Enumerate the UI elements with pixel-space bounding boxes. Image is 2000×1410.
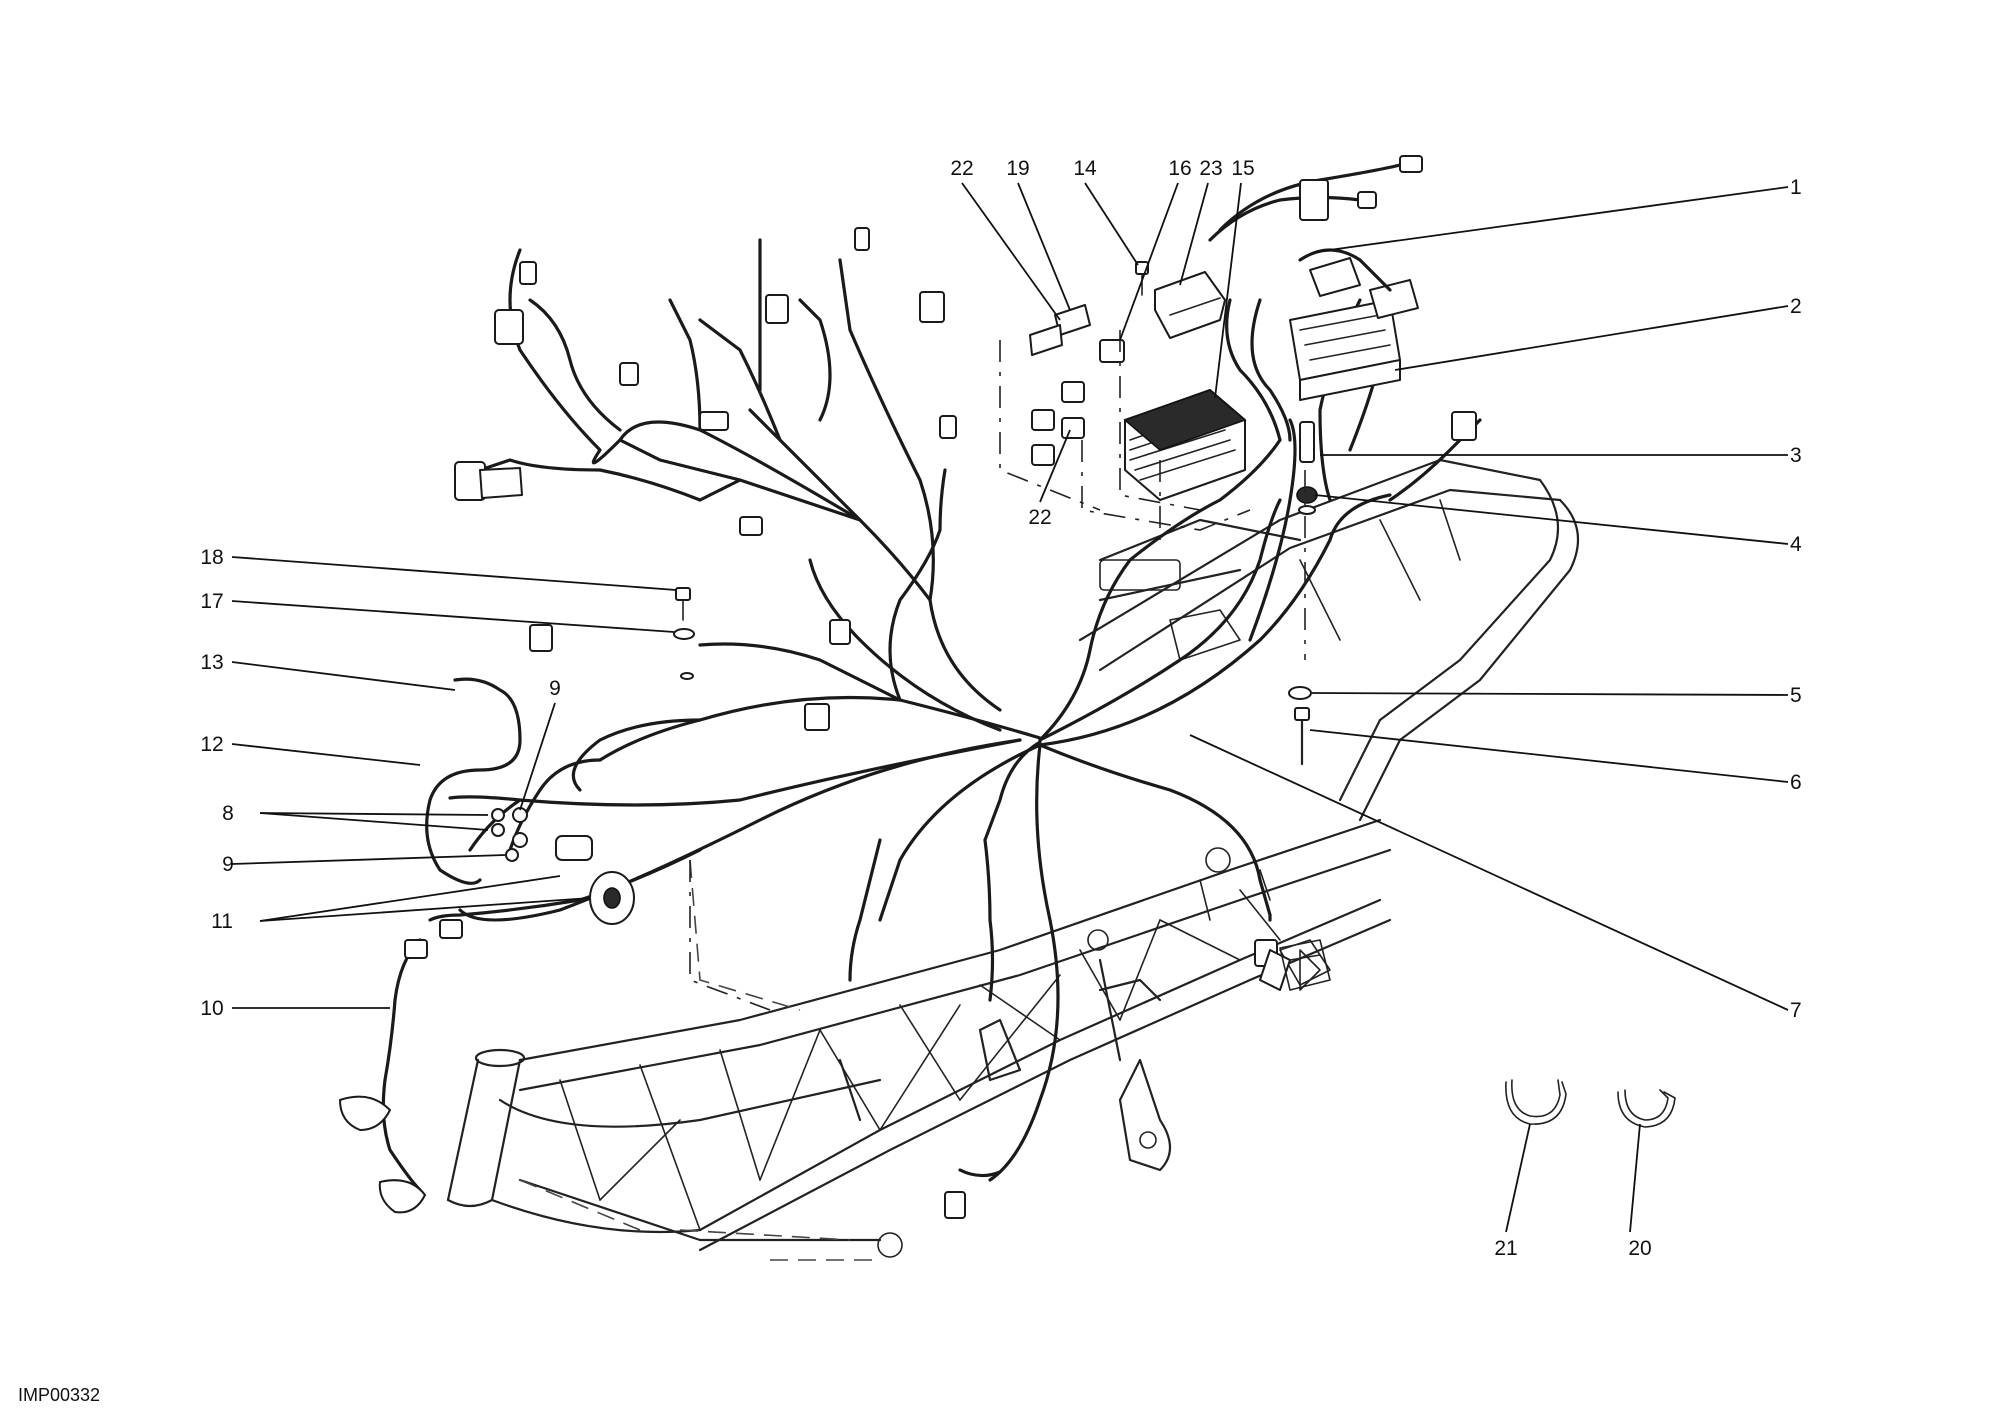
callout-15: 15 bbox=[1231, 157, 1254, 180]
callout-9-lower: 9 bbox=[222, 853, 234, 876]
nut-washer-icon bbox=[491, 807, 528, 862]
callout-5: 5 bbox=[1790, 684, 1802, 707]
callout-22-mid: 22 bbox=[1028, 506, 1051, 529]
ground-cable-icon bbox=[425, 677, 522, 885]
callout-2: 2 bbox=[1790, 295, 1802, 318]
relay-icon bbox=[1031, 339, 1125, 466]
bolt-icon bbox=[673, 587, 695, 680]
callout-18: 18 bbox=[200, 546, 223, 569]
callout-4: 4 bbox=[1790, 533, 1802, 556]
voltage-regulator-icon bbox=[1123, 389, 1247, 501]
leader-lines bbox=[231, 182, 1789, 1233]
callout-17: 17 bbox=[200, 590, 223, 613]
sensor-icon bbox=[944, 949, 1291, 1219]
side-stand-switch-icon bbox=[1279, 939, 1331, 991]
callout-labels: 1 2 3 4 5 6 7 18 17 13 12 9 8 9 11 10 22… bbox=[18, 157, 1802, 1405]
cable-clip-icon bbox=[1505, 1079, 1676, 1128]
horn-icon bbox=[555, 835, 635, 925]
callout-10: 10 bbox=[200, 997, 223, 1020]
callout-11: 11 bbox=[211, 910, 233, 933]
drawing-reference-code: IMP00332 bbox=[18, 1385, 100, 1405]
callout-8: 8 bbox=[222, 802, 234, 825]
callout-19: 19 bbox=[1006, 157, 1029, 180]
trellis-frame bbox=[446, 458, 1580, 1261]
callout-23: 23 bbox=[1199, 157, 1222, 180]
callout-1: 1 bbox=[1790, 176, 1802, 199]
callout-9-upper: 9 bbox=[549, 677, 561, 700]
callout-21: 21 bbox=[1494, 1237, 1517, 1260]
callout-3: 3 bbox=[1790, 444, 1802, 467]
callout-12: 12 bbox=[200, 733, 223, 756]
control-unit-icon bbox=[1289, 299, 1401, 401]
front-harness-icon bbox=[339, 919, 463, 1214]
mounting-hardware-icon bbox=[1288, 421, 1318, 766]
callout-14: 14 bbox=[1073, 157, 1097, 180]
callout-6: 6 bbox=[1790, 771, 1802, 794]
callout-7: 7 bbox=[1790, 999, 1802, 1022]
callout-20: 20 bbox=[1628, 1237, 1651, 1260]
fuse-box-icon bbox=[1154, 271, 1226, 339]
connector-icon bbox=[454, 155, 1477, 967]
assembly-guide-lines bbox=[689, 330, 1306, 1011]
callout-22-top: 22 bbox=[950, 157, 973, 180]
electrical-components bbox=[339, 155, 1676, 1219]
callout-13: 13 bbox=[200, 651, 223, 674]
main-wiring-loom bbox=[428, 163, 1482, 1182]
callout-16: 16 bbox=[1168, 157, 1191, 180]
connector-icon bbox=[1029, 304, 1091, 356]
